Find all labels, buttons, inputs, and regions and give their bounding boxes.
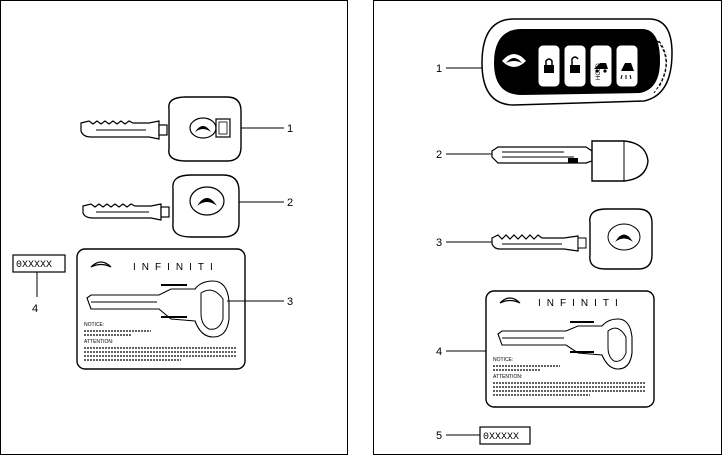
- infiniti-logo-icon: [195, 126, 211, 132]
- card-notice-label: NOTICE:: [493, 357, 513, 363]
- mechanical-key: [491, 140, 649, 182]
- infiniti-logo-icon: [90, 261, 112, 268]
- master-key: [80, 96, 242, 162]
- intelligent-key-fob: HOLD: [481, 18, 673, 106]
- card-attention-label: ATTENTION:: [493, 374, 522, 380]
- key-card: INFINITI NOTICE: ATTENTION:: [485, 290, 655, 408]
- callout-1: 1: [436, 63, 442, 75]
- trunk-icon: [594, 63, 608, 73]
- callout-5: 5: [436, 430, 442, 442]
- key-number-code: 0XXXXX: [483, 432, 519, 443]
- callout-3: 3: [436, 237, 442, 249]
- card-notice-label: NOTICE:: [84, 322, 104, 328]
- callout-3: 3: [287, 296, 293, 308]
- callout-1: 1: [287, 123, 293, 135]
- callout-4: 4: [436, 346, 442, 358]
- key-card: INFINITI NOTICE: ATTENTION:: [76, 248, 246, 370]
- callout-2: 2: [287, 197, 293, 209]
- infiniti-logo-icon: [197, 198, 217, 206]
- valet-key: [82, 174, 240, 238]
- callout-4: 4: [32, 303, 38, 315]
- key-number-code: 0XXXXX: [16, 260, 52, 271]
- valet-key: [491, 208, 653, 270]
- left-key-set-panel: 1 2 0XXXXX 4 INFINITI NOTICE: ATTENTION:: [0, 0, 348, 455]
- infiniti-logo-icon: [499, 297, 521, 304]
- infiniti-logo-icon: [506, 58, 522, 63]
- card-attention-label: ATTENTION:: [84, 339, 113, 345]
- card-brand: INFINITI: [538, 298, 624, 309]
- hold-label: HOLD: [596, 63, 602, 80]
- right-key-set-panel: HOLD 1 2 3 INFINITI NOTICE:: [373, 0, 722, 455]
- unlock-icon: [570, 56, 580, 73]
- panic-icon: [620, 63, 634, 80]
- card-brand: INFINITI: [133, 262, 219, 273]
- infiniti-logo-icon: [615, 234, 633, 242]
- lock-icon: [544, 58, 554, 73]
- callout-2: 2: [436, 149, 442, 161]
- key-number-plate: [12, 254, 66, 273]
